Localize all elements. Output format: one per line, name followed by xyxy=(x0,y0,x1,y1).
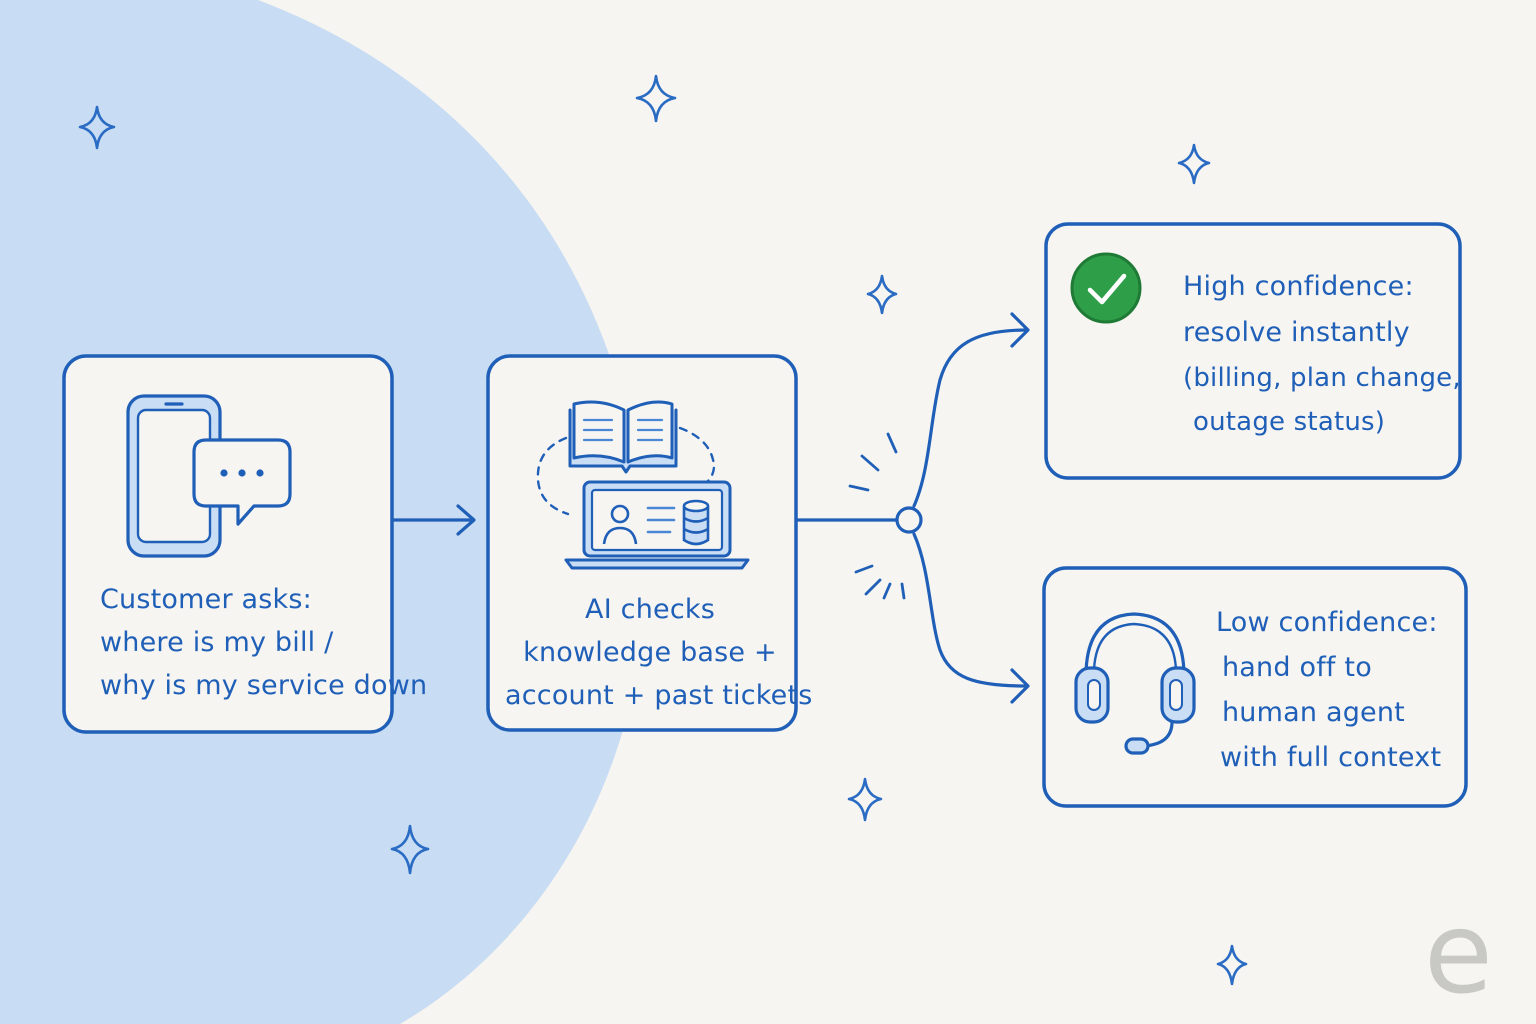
sparkle-icon xyxy=(1216,944,1248,986)
ai-step-line: AI checks xyxy=(585,594,715,625)
customer-step-line: Customer asks: xyxy=(100,584,312,615)
ai-step-line: account + past tickets xyxy=(505,680,813,711)
laptop-icon xyxy=(564,480,750,570)
ai-step-label: AI checks knowledge base + account + pas… xyxy=(505,588,813,717)
sparkle-icon xyxy=(1177,143,1211,185)
low-confidence-label: Low confidence: hand off to human agent … xyxy=(1216,600,1441,780)
decision-junction xyxy=(895,506,923,534)
brand-watermark: e xyxy=(1424,889,1493,1019)
low-confidence-line: hand off to xyxy=(1222,652,1372,683)
ai-step-line: knowledge base + xyxy=(523,637,777,668)
branch-to-high xyxy=(912,328,1028,508)
high-confidence-line: High confidence: xyxy=(1183,271,1414,302)
chat-bubble-icon xyxy=(192,438,292,526)
headset-icon xyxy=(1074,612,1196,755)
high-confidence-examples: outage status) xyxy=(1193,407,1386,437)
record-lines xyxy=(646,506,676,534)
branch-to-low xyxy=(912,532,1028,688)
customer-step-line: why is my service down xyxy=(100,670,428,701)
database-icon xyxy=(682,499,710,546)
high-confidence-line: resolve instantly xyxy=(1183,317,1410,348)
low-confidence-line: human agent xyxy=(1222,697,1405,728)
junction-emphasis-marks xyxy=(848,432,906,600)
checkmark-circle-icon xyxy=(1070,252,1142,324)
arrow-head-icon xyxy=(1010,668,1030,704)
customer-step-label: Customer asks: where is my bill / why is… xyxy=(100,578,427,707)
high-confidence-label: High confidence: resolve instantly (bill… xyxy=(1183,264,1461,444)
sparkle-icon xyxy=(635,74,677,123)
sparkles xyxy=(78,74,1248,986)
low-confidence-line: with full context xyxy=(1220,742,1442,773)
sparkle-icon xyxy=(78,105,116,150)
sparkle-icon xyxy=(866,274,898,315)
sparkle-icon xyxy=(847,777,883,822)
arrow-head-icon xyxy=(456,504,476,536)
open-book-icon xyxy=(568,400,678,474)
high-confidence-examples: (billing, plan change, xyxy=(1183,363,1461,393)
sparkle-icon xyxy=(390,824,430,875)
person-icon xyxy=(602,504,638,545)
arrow-head-icon xyxy=(1010,312,1030,348)
customer-step-line: where is my bill / xyxy=(100,627,334,658)
low-confidence-line: Low confidence: xyxy=(1216,607,1438,638)
smartphone-icon xyxy=(126,394,222,558)
high-confidence-box xyxy=(1044,222,1462,480)
